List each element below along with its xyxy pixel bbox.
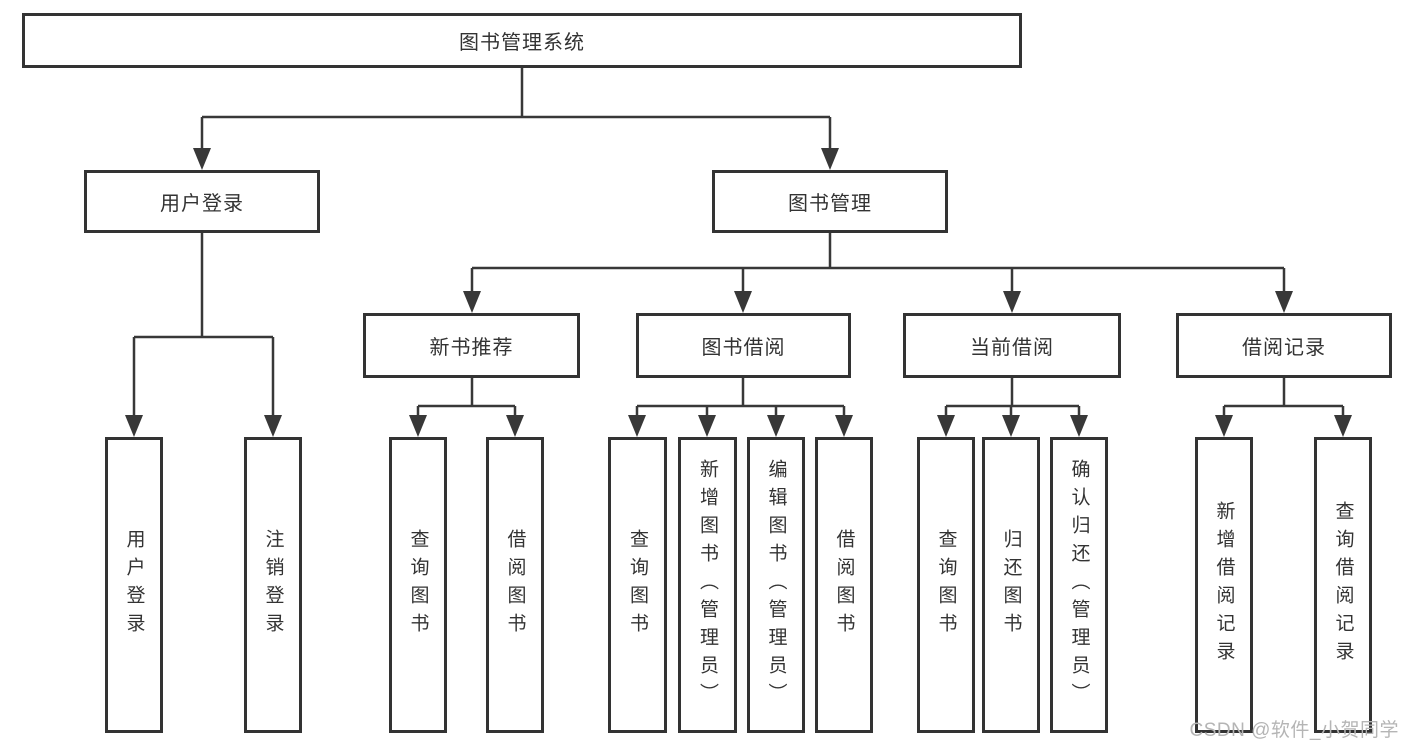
arrow-icon: [264, 415, 282, 437]
leaf-borrow-books: 借阅图书: [815, 437, 873, 733]
leaf-logout: 注销登录: [244, 437, 302, 733]
leaf-label: 注销登录: [262, 529, 284, 641]
arrow-icon: [1070, 415, 1088, 437]
arrow-icon: [125, 415, 143, 437]
arrow-icon: [1002, 415, 1020, 437]
leaf-label: 借阅图书: [504, 529, 526, 641]
node-book-management: 图书管理: [712, 170, 948, 233]
node-borrow-records: 借阅记录: [1176, 313, 1392, 378]
leaf-user-login: 用户登录: [105, 437, 163, 733]
connector-path: [132, 68, 1345, 421]
node-new-book-recommend: 新书推荐: [363, 313, 580, 378]
arrow-icon: [1275, 291, 1293, 313]
arrow-icon: [1215, 415, 1233, 437]
leaf-label: 确认归还（管理员）: [1068, 459, 1090, 711]
arrow-icon: [1334, 415, 1352, 437]
leaf-edit-books-admin: 编辑图书（管理员）: [747, 437, 805, 733]
arrow-icon: [193, 148, 211, 170]
arrow-icon: [734, 291, 752, 313]
leaf-label: 查询图书: [935, 529, 957, 641]
arrow-icon: [506, 415, 524, 437]
leaf-add-borrow-record: 新增借阅记录: [1195, 437, 1253, 733]
leaf-label: 查询图书: [627, 529, 648, 641]
leaf-label: 新增借阅记录: [1213, 501, 1235, 669]
arrow-icon: [767, 415, 785, 437]
arrow-icon: [409, 415, 427, 437]
leaf-query-books-recommend: 查询图书: [389, 437, 447, 733]
leaf-borrow-books-recommend: 借阅图书: [486, 437, 544, 733]
leaf-query-borrow-record: 查询借阅记录: [1314, 437, 1372, 733]
leaf-confirm-return-admin: 确认归还（管理员）: [1050, 437, 1108, 733]
leaf-label: 用户登录: [123, 529, 145, 641]
arrow-icon: [835, 415, 853, 437]
node-root: 图书管理系统: [22, 13, 1022, 68]
arrow-icon: [628, 415, 646, 437]
arrow-icon: [937, 415, 955, 437]
arrow-icon: [698, 415, 716, 437]
arrow-icon: [1003, 291, 1021, 313]
arrow-icon: [821, 148, 839, 170]
leaf-add-books-admin: 新增图书（管理员）: [678, 437, 737, 733]
leaf-label: 新增图书（管理员）: [697, 459, 718, 711]
leaf-label: 归还图书: [1000, 529, 1022, 641]
leaf-label: 查询图书: [407, 529, 429, 641]
leaf-return-books: 归还图书: [982, 437, 1040, 733]
leaf-label: 借阅图书: [833, 529, 855, 641]
watermark: CSDN @软件_小贺同学: [1189, 720, 1399, 741]
arrow-icon: [463, 291, 481, 313]
leaf-query-books-current: 查询图书: [917, 437, 975, 733]
leaf-label: 查询借阅记录: [1332, 501, 1354, 669]
leaf-label: 编辑图书（管理员）: [765, 459, 787, 711]
leaf-query-books-borrow: 查询图书: [608, 437, 667, 733]
node-user-login: 用户登录: [84, 170, 320, 233]
node-current-borrow: 当前借阅: [903, 313, 1121, 378]
arrowheads: [125, 148, 1352, 437]
node-book-borrow: 图书借阅: [636, 313, 851, 378]
